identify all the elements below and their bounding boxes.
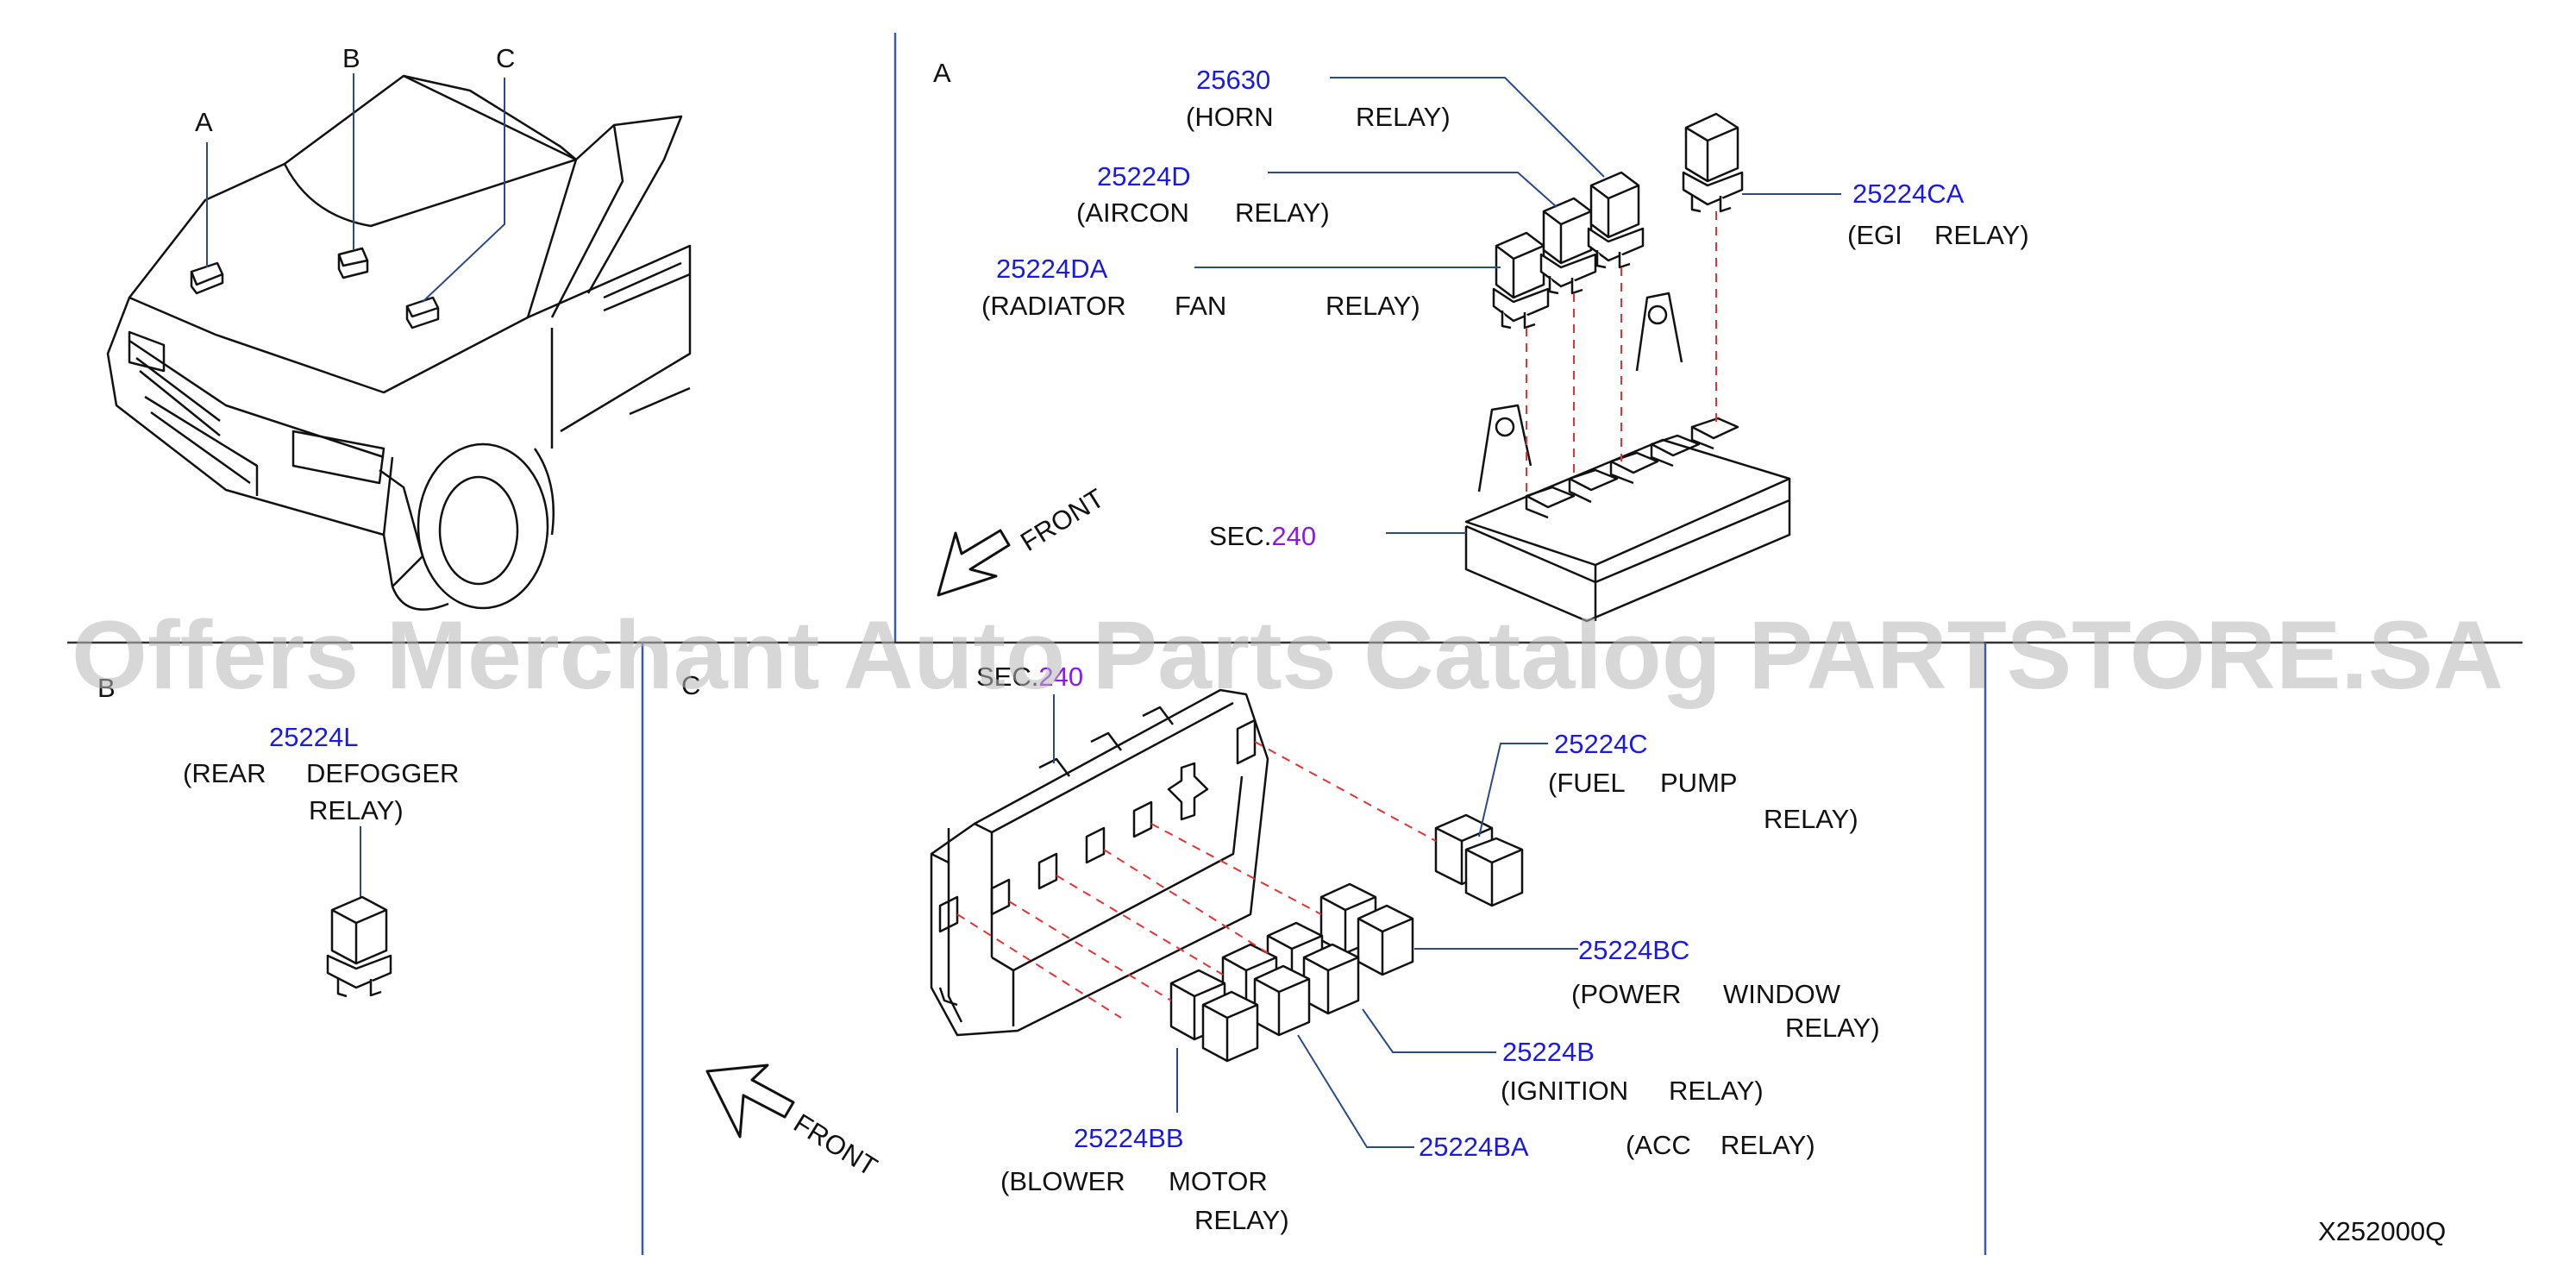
part-desc-radiator-fan-relay: (RADIATOR FAN RELAY) [981, 291, 1420, 321]
part-number-25630[interactable]: 25630 [1196, 65, 1270, 95]
relay-egi [1682, 112, 1744, 213]
part-number-25224c[interactable]: 25224C [1554, 729, 1648, 759]
part-desc-power-window-relay-line2: RELAY) [1785, 1013, 1880, 1043]
diagram-id: X252000Q [2318, 1216, 2446, 1246]
sec-number: 240 [1038, 662, 1083, 692]
part-number-25224da[interactable]: 25224DA [996, 254, 1108, 284]
relay-horn [1587, 171, 1645, 269]
desc-word: RELAY) [1934, 220, 2029, 250]
part-desc-fuel-pump-relay-line1: (FUEL PUMP [1548, 768, 1738, 798]
part-number-25224b[interactable]: 25224B [1502, 1037, 1595, 1067]
desc-word: RELAY) [1356, 102, 1451, 132]
part-desc-power-window-relay-line1: (POWER WINDOW [1571, 979, 1841, 1009]
part-desc-rear-defogger-relay-line2: RELAY) [309, 795, 404, 825]
front-arrow-a: FRONT [937, 483, 1109, 597]
desc-word: (FUEL [1548, 768, 1626, 798]
sec-240-ref-c[interactable]: SEC.240 [976, 662, 1083, 692]
desc-word: RELAY) [1235, 198, 1330, 228]
part-desc-ignition-relay: (IGNITION RELAY) [1501, 1076, 1764, 1106]
panel-c: C SEC.240 [681, 662, 1880, 1235]
desc-word: FAN [1175, 291, 1226, 321]
front-label-c: FRONT [788, 1107, 882, 1182]
front-arrow-icon [705, 1064, 795, 1139]
desc-word: (BLOWER [1000, 1166, 1125, 1196]
leader-lines-a [1194, 77, 1841, 534]
desc-word: (REAR [183, 758, 266, 788]
front-arrow-c: FRONT [705, 1064, 882, 1183]
callout-b-label: B [342, 43, 360, 73]
relay-block-c [930, 688, 1269, 1037]
relay-blower-motor [1169, 969, 1259, 1063]
relay-radiator-fan [1492, 231, 1550, 329]
panel-b-title: B [97, 673, 116, 703]
front-arrow-icon [937, 529, 1011, 597]
part-number-25224ca[interactable]: 25224CA [1852, 179, 1965, 209]
part-desc-rear-defogger-relay-line1: (REAR DEFOGGER [183, 758, 459, 788]
part-desc-acc-relay: (ACC RELAY) [1626, 1130, 1815, 1160]
leader-lines-c [1053, 694, 1578, 1148]
part-number-25224bb[interactable]: 25224BB [1074, 1123, 1184, 1153]
part-desc-fuel-pump-relay-line2: RELAY) [1764, 804, 1858, 834]
panel-a: A [933, 58, 2029, 623]
desc-word: (EGI [1847, 220, 1902, 250]
part-desc-blower-motor-relay-line2: RELAY) [1194, 1205, 1289, 1235]
desc-word: (AIRCON [1076, 198, 1189, 228]
alignment-lines-c [956, 741, 1437, 1019]
part-number-25224l[interactable]: 25224L [269, 722, 358, 752]
vehicle-drawing [106, 74, 692, 611]
part-desc-egi-relay: (EGI RELAY) [1847, 220, 2029, 250]
part-number-25224ba[interactable]: 25224BA [1419, 1132, 1529, 1162]
relay-power-window [1319, 882, 1414, 976]
panel-dividers [67, 33, 2523, 1255]
relay-aircon [1539, 197, 1597, 295]
desc-word: RELAY) [1326, 291, 1420, 321]
part-desc-horn-relay: (HORN RELAY) [1186, 102, 1451, 132]
desc-word: (HORN [1186, 102, 1274, 132]
front-label-a: FRONT [1015, 483, 1109, 557]
callout-a-label: A [195, 107, 213, 137]
desc-word: RELAY) [1720, 1130, 1815, 1160]
sec-prefix: SEC. [1209, 521, 1271, 551]
vehicle-overview: A B C [106, 43, 692, 611]
part-number-25224bc[interactable]: 25224BC [1578, 935, 1689, 965]
panel-c-title: C [681, 670, 700, 700]
sec-prefix: SEC. [976, 662, 1038, 692]
desc-word: MOTOR [1169, 1166, 1268, 1196]
panel-b: B 25224L (REAR DEFOGGER RELAY) [97, 673, 459, 998]
desc-word: PUMP [1660, 768, 1738, 798]
part-desc-blower-motor-relay-line1: (BLOWER MOTOR [1000, 1166, 1268, 1196]
panel-a-title: A [933, 58, 951, 88]
alignment-lines-a [1526, 211, 1717, 496]
desc-word: (POWER [1571, 979, 1681, 1009]
desc-word: DEFOGGER [306, 758, 459, 788]
desc-word: RELAY) [1669, 1076, 1764, 1106]
callout-c-label: C [496, 43, 515, 73]
sec-240-ref-a[interactable]: SEC.240 [1209, 521, 1316, 551]
sec-number: 240 [1271, 521, 1316, 551]
desc-word: (ACC [1626, 1130, 1691, 1160]
relay-block-a [1464, 292, 1791, 623]
part-number-25224d[interactable]: 25224D [1097, 161, 1191, 191]
watermark: Offers Merchant Auto Parts Catalog PARTS… [72, 601, 2504, 709]
vehicle-callout-lines [206, 73, 505, 303]
desc-word: (IGNITION [1501, 1076, 1628, 1106]
part-desc-aircon-relay: (AIRCON RELAY) [1076, 198, 1330, 228]
relay-rear-defogger [326, 895, 392, 998]
desc-word: (RADIATOR [981, 291, 1126, 321]
relay-fuel-pump [1434, 813, 1524, 907]
desc-word: WINDOW [1723, 979, 1841, 1009]
